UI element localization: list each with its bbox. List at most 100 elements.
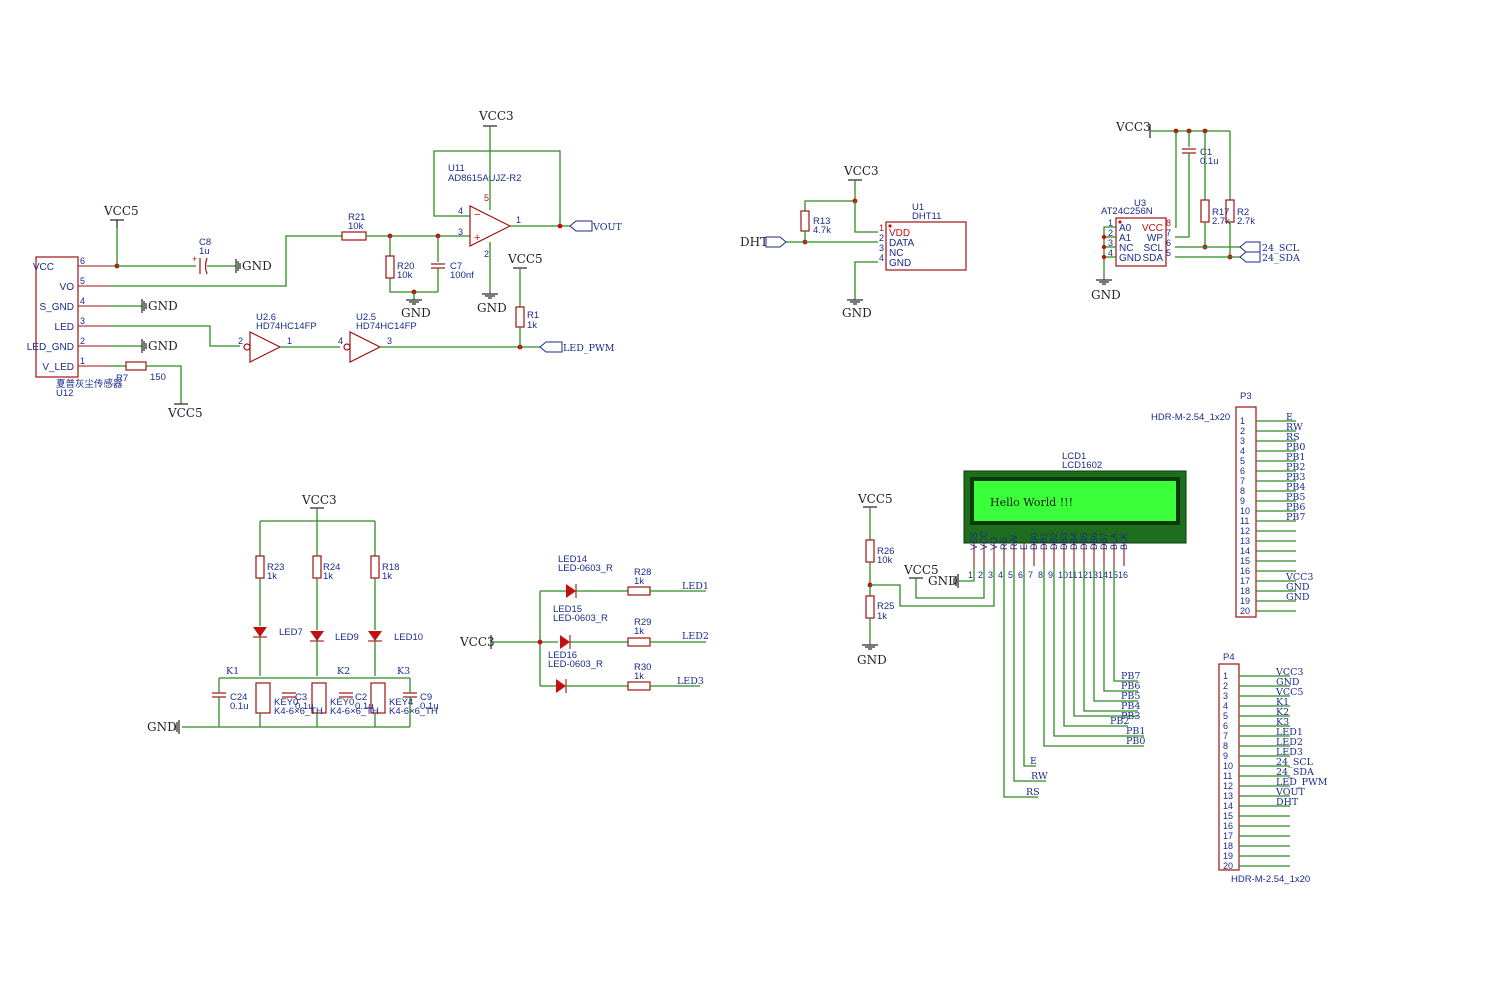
p4-pin-number: 12 bbox=[1223, 781, 1233, 791]
p4-pin-net: LED2 bbox=[1276, 737, 1303, 748]
dht11-block: VCC3 R13 4.7k DHT GND U1 DHT11 VDD DATA … bbox=[740, 164, 967, 320]
u11-pin1: 1 bbox=[516, 215, 521, 225]
r28-value: 1k bbox=[634, 576, 644, 587]
c7-ref: C7 bbox=[450, 261, 462, 272]
u11-ref: U11 bbox=[448, 163, 465, 174]
u3-pin6: 6 bbox=[1166, 238, 1171, 248]
c9-ref: C9 bbox=[420, 692, 432, 703]
led14-value: LED-0603_R bbox=[558, 563, 613, 574]
r21-value: 10k bbox=[348, 221, 364, 232]
p3-pin-number: 12 bbox=[1240, 526, 1250, 536]
c7-value: 100nf bbox=[450, 270, 474, 281]
p3-pin-net: RW bbox=[1286, 422, 1303, 433]
p3-pin-number: 1 bbox=[1240, 416, 1245, 426]
p3-pin-net: PB0 bbox=[1286, 442, 1305, 453]
r1-value: 1k bbox=[527, 320, 537, 331]
led16-value: LED-0603_R bbox=[548, 659, 603, 670]
p4-pin-number: 7 bbox=[1223, 731, 1228, 741]
p3-pin-number: 8 bbox=[1240, 486, 1245, 496]
u12-pin2-name: LED_GND bbox=[27, 342, 74, 353]
p3-pin-number: 10 bbox=[1240, 506, 1250, 516]
lcd-pin-name: DB7 bbox=[1099, 532, 1109, 550]
p3-pin-net: PB4 bbox=[1286, 482, 1305, 493]
lcd-pin-name: RW bbox=[1009, 535, 1019, 550]
u1-pin4-num: 4 bbox=[879, 253, 884, 263]
lcd-pin-number: 7 bbox=[1028, 570, 1033, 580]
vcc5-label-lcd2: VCC5 bbox=[903, 563, 939, 577]
lcd-pin-name: DB0 bbox=[1029, 532, 1039, 550]
led16-ref: LED16 bbox=[548, 650, 577, 661]
u1-pin3-num: 3 bbox=[879, 243, 884, 253]
p4-body bbox=[1218, 663, 1240, 871]
p3-pin-number: 9 bbox=[1240, 496, 1245, 506]
p3-pin-number: 16 bbox=[1240, 566, 1250, 576]
led14-ref: LED14 bbox=[558, 554, 587, 565]
lcd-pin-name: DB3 bbox=[1059, 532, 1069, 550]
lcd-pb6-label: PB6 bbox=[1121, 681, 1140, 692]
u1-pin2-name: DATA bbox=[889, 238, 915, 249]
gnd-label-eeprom: GND bbox=[1091, 288, 1121, 302]
p3-pin-number: 15 bbox=[1240, 556, 1250, 566]
p4-pin-net: VOUT bbox=[1275, 787, 1305, 798]
p3-pin-number: 14 bbox=[1240, 546, 1250, 556]
p4-pin-number: 17 bbox=[1223, 831, 1233, 841]
lcd-pin-number: 2 bbox=[978, 570, 983, 580]
p3-pin-number: 5 bbox=[1240, 456, 1245, 466]
keys-block: VCC3 R23 1k LED7 R24 1k LED9 R18 1k LED1… bbox=[147, 493, 439, 734]
c2-ref: C2 bbox=[355, 692, 367, 703]
p4-pin-number: 5 bbox=[1223, 711, 1228, 721]
u1-pin3-name: NC bbox=[889, 248, 903, 259]
key4-value: K4-6×6_TH bbox=[389, 706, 438, 717]
r24-value: 1k bbox=[323, 571, 333, 582]
c24-ref: C24 bbox=[230, 692, 247, 703]
led2-net-label: LED2 bbox=[682, 631, 709, 642]
u3-left-4: GND bbox=[1119, 253, 1141, 264]
p4-pin-number: 9 bbox=[1223, 751, 1228, 761]
lcd-pin-name: BLA bbox=[1109, 533, 1119, 550]
gnd-label-ledgnd: GND bbox=[148, 339, 178, 353]
p4-pin-net: LED_PWM bbox=[1276, 777, 1328, 788]
u3-pin2: 2 bbox=[1108, 228, 1113, 238]
u3-pin5: 5 bbox=[1166, 248, 1171, 258]
lcd-pb7-label: PB7 bbox=[1121, 671, 1140, 682]
c1-ref: C1 bbox=[1200, 147, 1212, 158]
u11-value: AD8615AUJZ-R2 bbox=[448, 173, 521, 184]
u3-right-7: WP bbox=[1147, 233, 1163, 244]
p3-pin-net: PB3 bbox=[1286, 472, 1305, 483]
lcd-pin-number: 15 bbox=[1108, 570, 1118, 580]
u26-pin-a: 2 bbox=[238, 336, 243, 346]
p4-pin-number: 8 bbox=[1223, 741, 1228, 751]
gnd-label-opamp: GND bbox=[477, 301, 507, 315]
p3-pin-net: PB7 bbox=[1286, 512, 1305, 523]
lcd-pin-number: 3 bbox=[988, 570, 993, 580]
p4-ref: P4 bbox=[1223, 652, 1235, 663]
r24-ref: R24 bbox=[323, 562, 340, 573]
lcd-pin-name: VO bbox=[989, 537, 999, 550]
u11-pin2: 2 bbox=[484, 249, 489, 259]
lcd-pb4-label: PB4 bbox=[1121, 701, 1140, 712]
u1-pin2-num: 2 bbox=[879, 233, 884, 243]
p3-value: HDR-M-2.54_1x20 bbox=[1151, 412, 1230, 423]
p4-pin-number: 6 bbox=[1223, 721, 1228, 731]
p3-pin-net: PB5 bbox=[1286, 492, 1305, 503]
u25-ref: U2.5 bbox=[356, 312, 376, 323]
inverter-chain: 2 1 U2.6 HD74HC14FP 4 3 U2.5 HD74HC14FP … bbox=[238, 252, 615, 363]
lcd-pin-name: RS bbox=[999, 537, 1009, 550]
lcd-rw-label: RW bbox=[1031, 771, 1048, 782]
u12-pin3-name: LED bbox=[55, 322, 74, 333]
gnd-label-lcd2: GND bbox=[928, 574, 958, 588]
r26-ref: R26 bbox=[877, 546, 894, 557]
r2-ref: R2 bbox=[1237, 207, 1249, 218]
r20-value: 10k bbox=[397, 270, 413, 281]
p4-pin-number: 10 bbox=[1223, 761, 1233, 771]
p3-pin-number: 11 bbox=[1240, 516, 1249, 526]
u12-pin1-num: 1 bbox=[80, 356, 85, 366]
u3-left-2: A1 bbox=[1119, 233, 1132, 244]
lcd-pin-name: E bbox=[1019, 544, 1029, 550]
r30-value: 1k bbox=[634, 671, 644, 682]
lcd-text: Hello World !!! bbox=[990, 496, 1073, 509]
p3-pin-number: 17 bbox=[1240, 576, 1250, 586]
p3-pin-net: RS bbox=[1286, 432, 1300, 443]
u1-value: DHT11 bbox=[912, 211, 941, 222]
